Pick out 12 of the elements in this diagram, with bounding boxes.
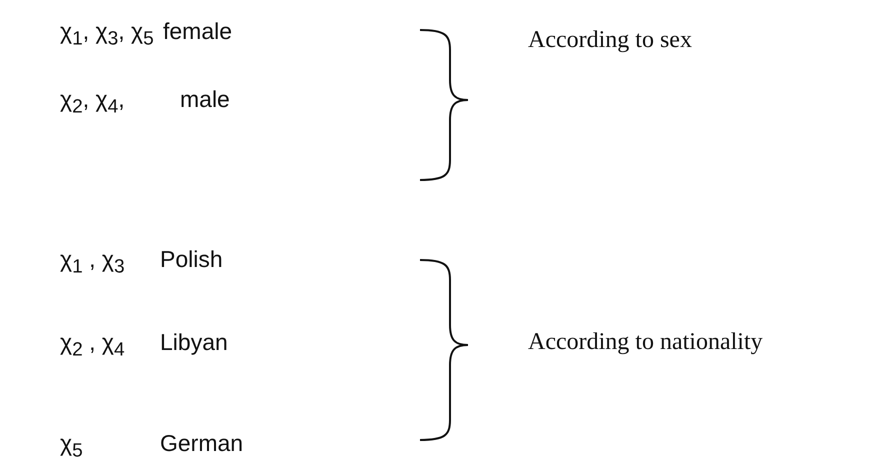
group-heading: According to sex [528,28,692,52]
category-label: male [180,88,230,111]
category-label: German [160,432,244,455]
variable-list: χ$_{2}$, χ$_{4}$, [60,88,125,117]
category-label: Libyan [160,331,228,354]
variable-list: χ$_{2}$ , χ$_{4}$ [60,331,125,360]
category-label: female [163,20,232,43]
variable-list: χ$_{1}$ , χ$_{3}$ [60,248,125,277]
variable-list: χ$_{1}$, χ$_{3}$, χ$_{5}$ [60,20,154,49]
category-label: Polish [160,248,223,271]
variable-list: χ$_{5}$ [60,432,83,461]
group-heading: According to nationality [528,330,763,354]
